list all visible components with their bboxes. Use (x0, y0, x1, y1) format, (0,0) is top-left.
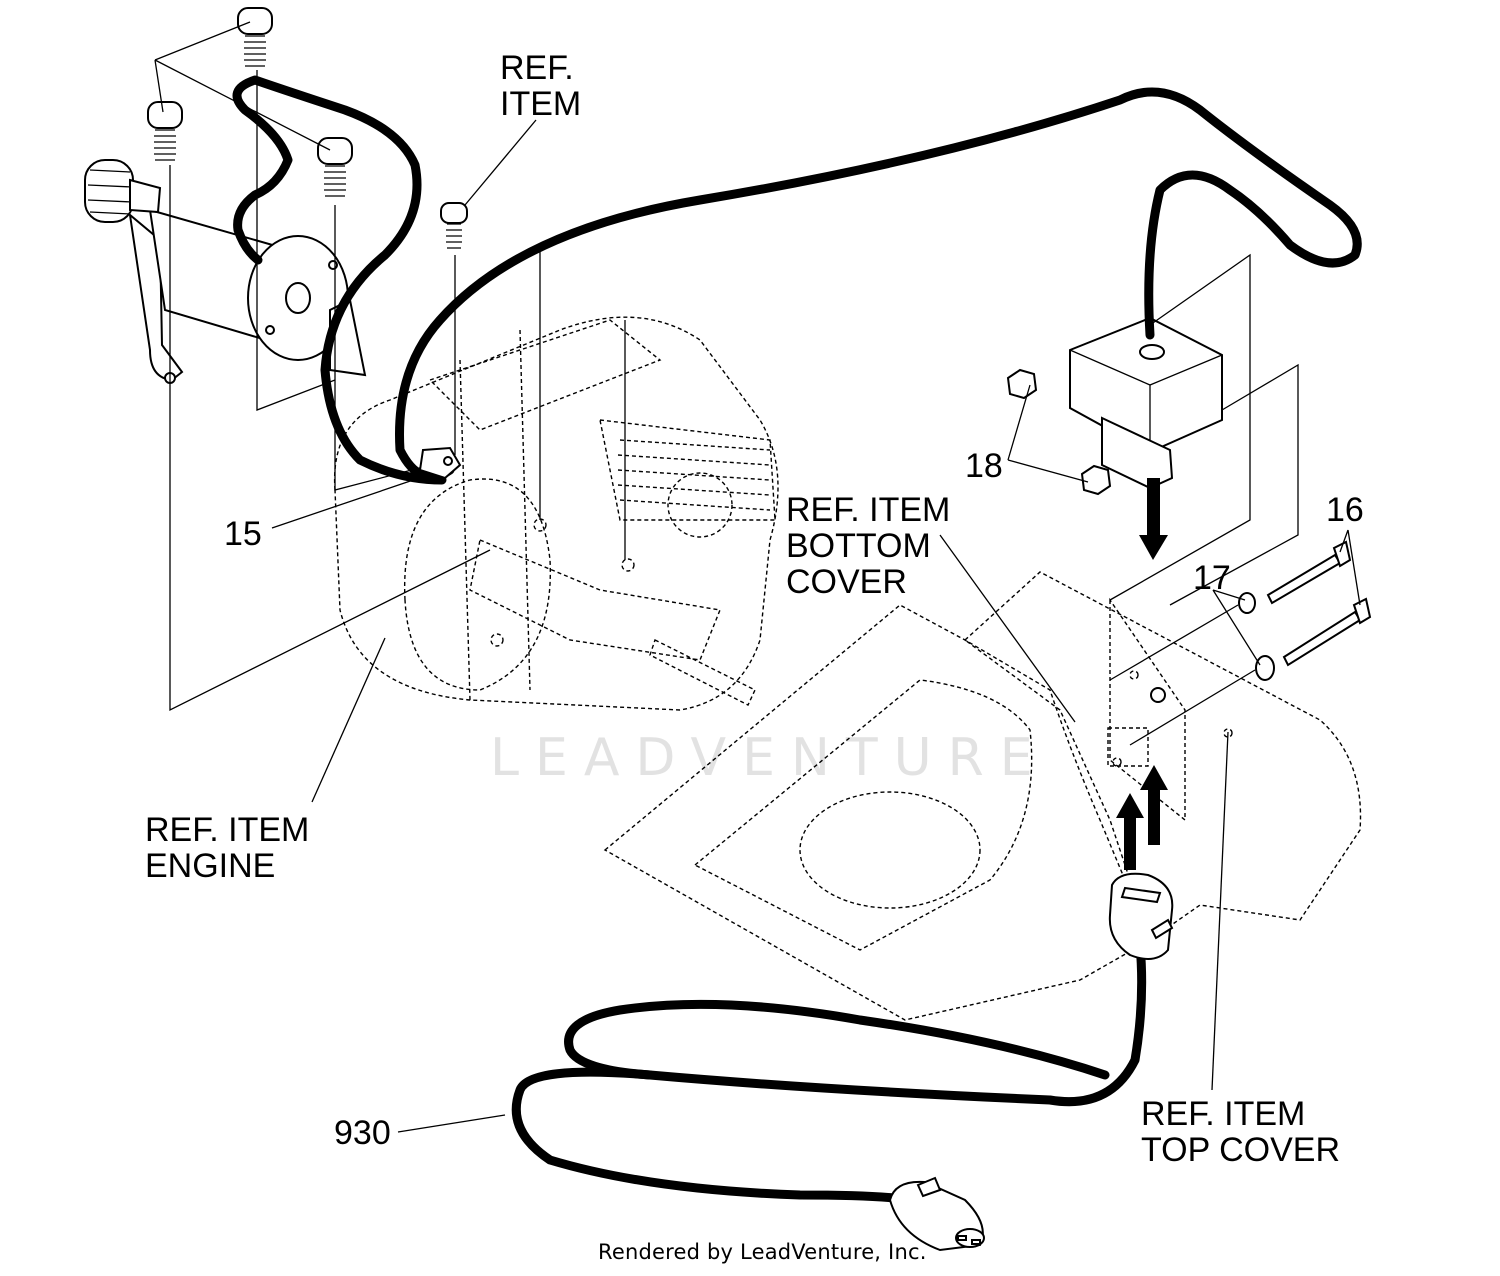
label-part-930: 930 (334, 1114, 391, 1152)
hex-nut-1 (1006, 368, 1038, 400)
watermark-text: LEADVENTURE (490, 728, 1049, 788)
label-ref-item-top: REF. ITEM (500, 49, 582, 123)
starter-bolts (147, 7, 626, 712)
footer-credit: Rendered by LeadVenture, Inc. (598, 1240, 927, 1264)
label-ref-bottom-cover: REF. ITEM BOTTOM COVER (786, 491, 951, 601)
arrow-down (1139, 478, 1168, 560)
bottom-cover (603, 604, 1151, 1021)
leader-lines (271, 119, 1361, 1133)
switch-box (1006, 253, 1299, 606)
label-part-17: 17 (1193, 559, 1231, 597)
hex-nut-2 (1080, 464, 1112, 496)
arrows-up (1116, 765, 1168, 870)
label-part-18: 18 (965, 447, 1003, 485)
top-cover (963, 571, 1362, 942)
label-part-15: 15 (224, 515, 262, 553)
label-part-16: 16 (1326, 491, 1364, 529)
cord-plug (888, 1176, 985, 1252)
power-cord (232, 75, 1362, 1205)
label-ref-engine: REF. ITEM ENGINE (145, 811, 310, 885)
label-ref-top-cover: REF. ITEM TOP COVER (1141, 1095, 1341, 1169)
cord-connector (1108, 872, 1174, 960)
screws-washers (1109, 540, 1372, 746)
engine-outline (333, 316, 779, 711)
cable-clamp (418, 446, 462, 480)
starter-motor (84, 159, 367, 384)
